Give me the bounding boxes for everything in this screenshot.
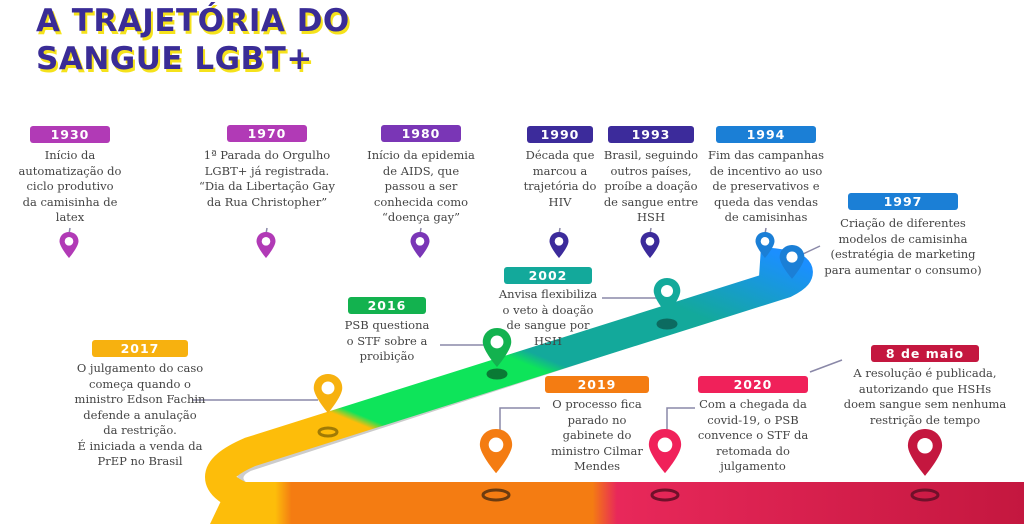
event-description: O processo fica parado no gabinete do mi… (551, 397, 643, 473)
event-year-label: 1970 (227, 125, 307, 142)
event-description: Fim das campanhas de incentivo ao uso de… (708, 148, 824, 224)
event-year-label: 1994 (716, 126, 816, 143)
map-pin-icon (640, 232, 660, 258)
event-year-label: 1990 (527, 126, 593, 143)
event-year-label: 2016 (348, 297, 426, 314)
event-year-label: 2002 (504, 267, 592, 284)
map-pin-icon (313, 374, 343, 413)
event-description: PSB questiona o STF sobre a proibição (344, 318, 430, 363)
event-description: Década que marcou a trajetória do HIV (523, 148, 597, 209)
event-description: Início da epidemia de AIDS, que passou a… (367, 148, 475, 224)
map-pin-icon (59, 232, 79, 258)
page-title: A TRAJETÓRIA DO SANGUE LGBT+ (36, 2, 350, 78)
title-line-1: A TRAJETÓRIA DO (36, 3, 350, 39)
event-description: Com a chegada da covid-19, o PSB convenc… (697, 397, 809, 473)
map-pin-icon (755, 232, 775, 258)
event-description: Criação de diferentes modelos de camisin… (824, 216, 982, 277)
map-pin-icon (549, 232, 569, 258)
event-description: O julgamento do caso começa quando o min… (74, 361, 206, 468)
event-description: A resolução é publicada, autorizando que… (843, 366, 1007, 427)
event-year-label: 8 de maio (871, 345, 979, 362)
map-pin-icon (410, 232, 430, 258)
event-description: Anvisa flexibiliza o veto à doação de sa… (498, 287, 598, 348)
map-pin-icon (479, 429, 513, 474)
event-year-label: 1997 (848, 193, 958, 210)
map-pin-icon (256, 232, 276, 258)
map-pin-icon (482, 328, 512, 367)
title-line-2: SANGUE LGBT+ (36, 41, 313, 77)
map-pin-icon (779, 244, 805, 279)
event-year-label: 2019 (545, 376, 649, 393)
event-year-label: 1930 (30, 126, 110, 143)
event-year-label: 2020 (698, 376, 808, 393)
event-description: Início da automatização do ciclo produti… (18, 148, 122, 224)
event-year-label: 1993 (608, 126, 694, 143)
event-description: Brasil, seguindo outros países, proíbe a… (603, 148, 699, 224)
map-pin-icon (907, 428, 943, 476)
map-pin-icon (653, 278, 681, 315)
map-pin-icon (648, 429, 682, 474)
event-description: 1ª Parada do Orgulho LGBT+ já registrada… (198, 148, 336, 209)
event-year-label: 1980 (381, 125, 461, 142)
event-year-label: 2017 (92, 340, 188, 357)
